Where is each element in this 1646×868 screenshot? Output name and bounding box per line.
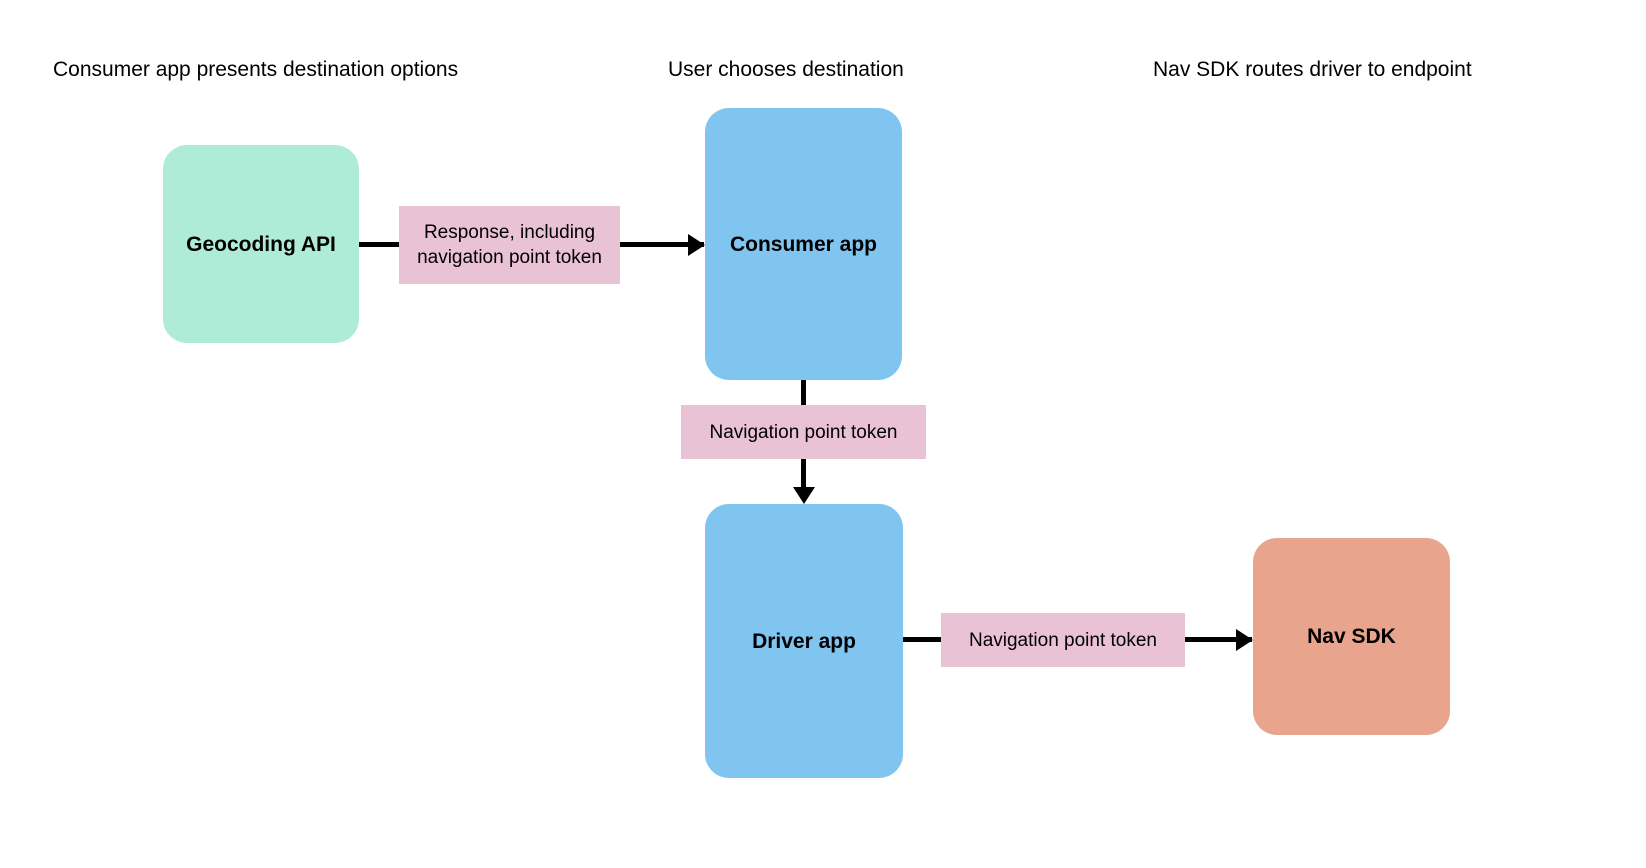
column-caption-consumer-app-presents: Consumer app presents destination option… — [53, 58, 459, 81]
arrowhead-icon-to-consumer-app — [688, 233, 705, 256]
node-consumer-app[interactable]: Consumer app — [705, 108, 902, 380]
edge-label-response-including-navigation-point-token: Response, including navigation point tok… — [399, 206, 620, 284]
edge-label-navigation-point-token-to-nav-sdk-text: Navigation point token — [968, 629, 1157, 651]
node-consumer-app-label: Consumer app — [729, 232, 878, 256]
node-driver-app-label: Driver app — [752, 629, 856, 653]
node-driver-app[interactable]: Driver app — [705, 504, 903, 778]
edge-label-navigation-point-token-to-nav-sdk: Navigation point token — [941, 613, 1185, 667]
arrowhead-icon-to-nav-sdk — [1236, 628, 1253, 651]
arrowhead-icon-to-driver-app — [792, 487, 815, 504]
node-nav-sdk[interactable]: Nav SDK — [1253, 538, 1450, 735]
node-geocoding-api-label: Geocoding API — [186, 232, 336, 256]
column-caption-user-chooses-destination: User chooses destination — [668, 58, 904, 81]
node-nav-sdk-label: Nav SDK — [1307, 625, 1396, 648]
node-geocoding-api[interactable]: Geocoding API — [163, 145, 359, 343]
edge-label-navigation-point-token-vertical-text: Navigation point token — [709, 421, 898, 443]
edge-label-response-text: Response, including navigation point tok… — [417, 222, 602, 268]
edge-label-navigation-point-token-vertical: Navigation point token — [681, 405, 926, 459]
column-caption-nav-sdk-routes-driver: Nav SDK routes driver to endpoint — [1153, 58, 1472, 81]
